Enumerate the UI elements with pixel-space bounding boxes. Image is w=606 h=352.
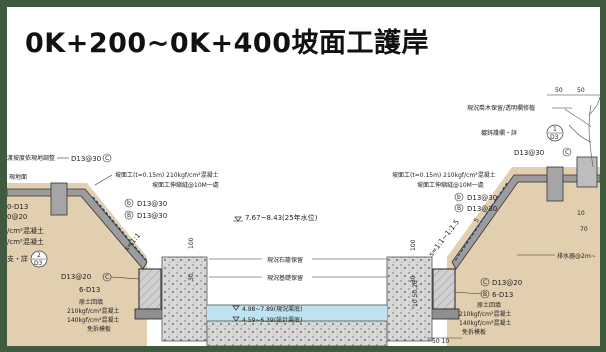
right-toe-footing	[432, 268, 456, 310]
left-d13-b: 0@20	[7, 213, 27, 221]
left-gabion	[161, 256, 208, 342]
right-B-d13: D13@30	[467, 205, 497, 213]
detail2-num: 2	[37, 252, 41, 259]
left-d13-30: D13@30	[71, 155, 101, 163]
left-d13-20: D13@20	[61, 273, 91, 281]
right-parapet	[576, 156, 598, 188]
left-existing-ground: 現地面	[9, 173, 27, 181]
right-dim-50-b: 50	[577, 87, 585, 94]
left-b-d13: D13@30	[137, 200, 167, 208]
left-formwork: 免拆模板	[87, 325, 111, 333]
right-b-marker: b	[457, 194, 461, 201]
left-conc-a: /cm²混凝土	[7, 226, 44, 235]
bed-design-label: 4.59~6.39(設計渠底)	[242, 316, 302, 324]
left-B-marker: B	[127, 212, 131, 219]
channel-water	[207, 305, 387, 321]
right-6d13: 6-D13	[492, 291, 513, 299]
channel-bed	[206, 320, 388, 346]
right-top-wall	[546, 166, 564, 202]
left-top-wall	[50, 182, 68, 216]
bottom-dim-50-10: 50 10	[432, 338, 449, 345]
right-b-d13: D13@30	[467, 194, 497, 202]
drawing-title: 0K+200~0K+400坡面工護岸	[25, 28, 430, 59]
left-slope-work-1: 坡面工(t=0.15m) 210kgf/cm²混凝土	[115, 171, 219, 179]
right-dim-10: 10	[577, 210, 585, 217]
left-dim-100: 100	[188, 237, 195, 249]
left-b-marker: b	[127, 200, 131, 207]
right-dim-70: 70	[580, 226, 588, 233]
left-140: 140kgf/cm²混凝土	[67, 316, 119, 324]
left-conc-b: /cm²混凝土	[7, 237, 44, 246]
tree-sketch	[564, 96, 600, 168]
right-tree-label: 現況喬木保留/透明欄修植	[467, 104, 535, 112]
right-c2-marker: C	[483, 279, 487, 286]
right-d13-20: D13@20	[492, 279, 522, 287]
left-rebar	[92, 196, 148, 262]
left-B-d13: D13@30	[137, 212, 167, 220]
left-slope-work-2: 坡面工伸縮縫@10M一處	[152, 181, 219, 189]
right-d13-30: D13@30	[514, 149, 544, 157]
right-dim-50-a: 50	[555, 87, 563, 94]
right-dim-100: 100	[410, 239, 417, 251]
right-drain-label: 排水器@2m~	[557, 252, 596, 260]
left-dim-30: 30	[188, 273, 195, 281]
detail2-den: D3	[34, 260, 43, 267]
existing-base-label: 現況基礎保留	[267, 274, 303, 282]
left-detail-label: 支・詳	[7, 254, 28, 263]
right-rebar	[454, 182, 508, 262]
water-level-marker: 7.67~8.43(25年水位)	[233, 213, 318, 222]
left-c2-marker: C	[105, 274, 109, 281]
left-d13-a: 0-D13	[7, 203, 28, 211]
right-B-marker: B	[457, 205, 461, 212]
right-slope-work-1: 坡面工(t=0.15m) 210kgf/cm²混凝土	[392, 171, 496, 179]
left-footing-base	[134, 308, 166, 320]
right-B2-marker: B	[483, 291, 487, 298]
bed-existing-label: 4.98~7.89(現況渠底)	[242, 305, 302, 313]
right-c-marker: C	[565, 149, 569, 156]
water-level-label: 7.67~8.43(25年水位)	[245, 213, 318, 222]
detail1-num: 1	[553, 126, 557, 133]
left-6d13: 6-D13	[79, 286, 100, 294]
left-slope-adjust-label: 渡坡度依現地調整	[7, 154, 55, 162]
right-slope-work-2: 坡面工伸縮縫@10M一處	[417, 181, 484, 189]
right-gabion	[386, 256, 433, 342]
cross-section-diagram: 7.67~8.43(25年水位) 4.98~7.89(現況渠底) 4.59~6.…	[7, 87, 600, 346]
right-140: 140kgf/cm²混凝土	[459, 319, 511, 327]
right-footing-base	[428, 308, 460, 320]
right-dim-30: 30	[410, 275, 417, 283]
detail1-den: D3	[550, 134, 559, 141]
left-c-marker: C	[105, 155, 109, 162]
left-210: 210kgf/cm²混凝土	[67, 307, 119, 315]
right-formwork: 免拆模板	[462, 328, 486, 336]
right-dim-5: 5	[473, 217, 481, 224]
drawing-sheet: 0K+200~0K+400坡面工護岸	[7, 7, 600, 346]
right-210: 210kgf/cm²混凝土	[459, 310, 511, 318]
right-embankment-soil	[447, 167, 600, 346]
left-toe-footing	[138, 268, 162, 310]
right-dim-10-50-20: 10 50 20	[412, 280, 419, 307]
right-backfill: 原土回填	[477, 301, 501, 309]
right-rail-label: 鍍鋅護欄・詳	[481, 129, 517, 137]
existing-stone-label: 現況石籠保留	[267, 256, 303, 264]
left-backfill: 原土回填	[79, 298, 103, 306]
